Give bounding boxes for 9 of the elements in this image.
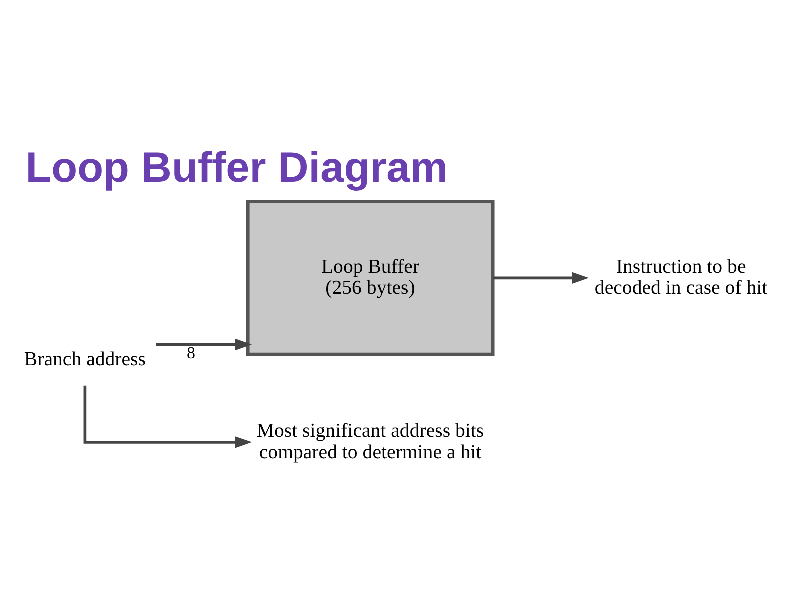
edge-label: 8 (187, 342, 196, 362)
node-text: Branch address (24, 348, 146, 370)
arrow (84, 385, 252, 448)
arrow (156, 338, 252, 350)
arrow (493, 272, 590, 284)
diagram-title: Loop Buffer Diagram (26, 143, 448, 190)
node-text: Instruction to be decoded in case of hit (594, 255, 768, 299)
node-text: Most significant address bits compared to determine a hit (256, 420, 484, 463)
node-box: Loop Buffer (256 bytes) (246, 199, 495, 356)
